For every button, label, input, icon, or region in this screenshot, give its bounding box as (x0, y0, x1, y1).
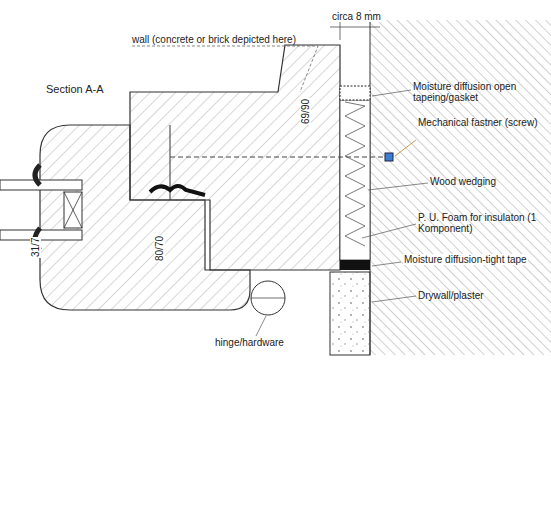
foam-label: P. U. Foam for insulaton (1 Komponent) (418, 212, 543, 234)
wedging-label: Wood wedging (430, 176, 496, 187)
tape-label: Moisture diffusion open tapeing/gasket (413, 81, 538, 103)
dimension: 31/7 (30, 237, 41, 258)
screw-label: Mechanical fastner (screw) (418, 117, 538, 128)
dimension: 80/70 (154, 235, 165, 262)
hinge-label: hinge/hardware (214, 337, 285, 348)
drywall-label: Drywall/plaster (418, 290, 484, 301)
dimension: 69/90 (300, 98, 311, 125)
tape-label: Moisture diffusion-tight tape (403, 254, 528, 265)
section-title: Section A-A (46, 84, 103, 95)
wall-label: wall (concrete or brick depicted here) (132, 34, 296, 45)
dimension: circa 8 mm (331, 11, 382, 22)
